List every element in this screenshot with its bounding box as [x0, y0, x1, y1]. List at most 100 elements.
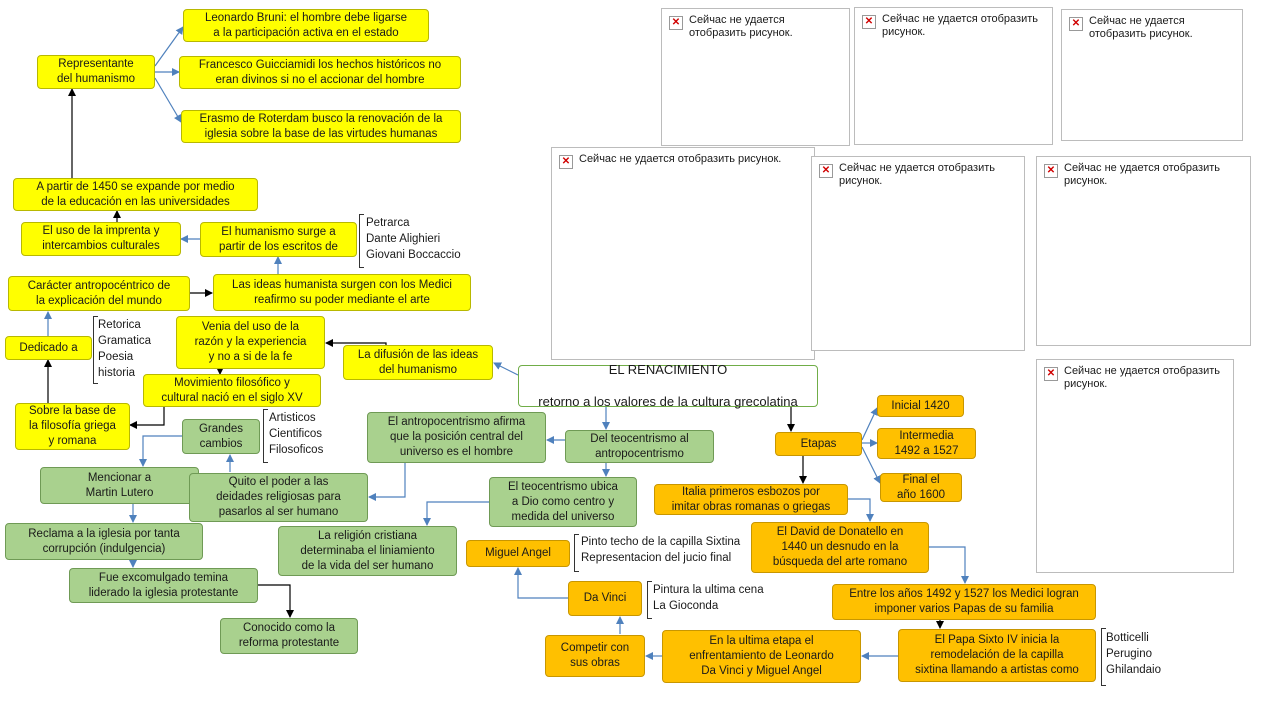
- image-placeholder-message: Сейчас не удается отобразить рисунок.: [1089, 15, 1193, 40]
- list-item: Cientificos: [269, 428, 323, 440]
- node-antropocentrismo-afirma: El antropocentrismo afirma que la posici…: [367, 412, 546, 463]
- link-etapas-inicial: [861, 407, 878, 441]
- main-topic-node: EL RENACIMIENTO retorno a los valores de…: [518, 362, 818, 409]
- link-difusion-venia: [325, 339, 387, 347]
- image-placeholder: ✕ Сейчас не удается отобразить рисунок.: [1036, 359, 1234, 573]
- image-placeholder: ✕ Сейчас не удается отобразить рисунок.: [811, 156, 1025, 351]
- bracket: [1101, 628, 1106, 686]
- node-italia: Italia primeros esbozos por imitar obras…: [654, 484, 848, 515]
- link-main-difusion: [493, 362, 519, 376]
- link-movimiento-base: [129, 407, 165, 429]
- list-item: Artisticos: [269, 412, 316, 424]
- bracket: [359, 214, 364, 268]
- list-item: Poesia: [98, 351, 134, 363]
- list-escritores: Petrarca Dante Alighieri Giovani Boccacc…: [361, 215, 461, 263]
- node-bruni: Leonardo Bruni: el hombre debe ligarse a…: [183, 9, 429, 42]
- node-papas: Entre los años 1492 y 1527 los Medici lo…: [832, 584, 1096, 620]
- node-sobre-base: Sobre la base de la filosofía griega y r…: [15, 403, 130, 450]
- image-placeholder: ✕ Сейчас не удается отобразить рисунок.: [854, 7, 1053, 145]
- node-expande: A partir de 1450 se expande por medio de…: [13, 178, 258, 211]
- link-afirma-quito: [368, 463, 406, 501]
- broken-image-icon: ✕: [862, 15, 876, 29]
- broken-image-icon: ✕: [559, 155, 573, 169]
- node-intermedia: Intermedia 1492 a 1527: [877, 428, 976, 459]
- list-item: Retorica: [98, 319, 141, 331]
- image-placeholder: ✕ Сейчас не удается отобразить рисунок.: [1061, 9, 1243, 141]
- node-teocentrismo-ubica: El teocentrismo ubica a Dio como centro …: [489, 477, 637, 527]
- list-item: Filosoficos: [269, 444, 324, 456]
- node-inicial: Inicial 1420: [877, 395, 964, 417]
- list-item: Ghilandaio: [1106, 664, 1161, 676]
- broken-image-icon: ✕: [669, 16, 683, 30]
- bracket: [647, 581, 652, 619]
- node-imprenta: El uso de la imprenta y intercambios cul…: [21, 222, 181, 256]
- list-item: Perugino: [1106, 648, 1153, 660]
- main-title: EL RENACIMIENTO: [608, 362, 728, 377]
- node-quito: Quito el poder a las deidades religiosas…: [189, 473, 368, 522]
- list-item: Gramatica: [98, 335, 152, 347]
- list-artistas: Botticelli Perugino Ghilandaio: [1101, 630, 1161, 678]
- node-surge: El humanismo surge a partir de los escri…: [200, 222, 357, 257]
- link-david-papas: [929, 546, 969, 584]
- node-medici-ideas: Las ideas humanista surgen con los Medic…: [213, 274, 471, 311]
- list-item: historia: [98, 367, 136, 379]
- node-caracter: Carácter antropocéntrico de la explicaci…: [8, 276, 190, 311]
- node-enfrentamiento: En la ultima etapa el enfrentamiento de …: [662, 630, 861, 683]
- image-placeholder: ✕ Сейчас не удается отобразить рисунок.: [551, 147, 815, 360]
- image-placeholder-message: Сейчас не удается отобразить рисунок.: [1064, 365, 1220, 390]
- list-item: Giovani Boccaccio: [366, 249, 461, 261]
- broken-image-icon: ✕: [1044, 164, 1058, 178]
- link-etapas-final: [861, 446, 881, 484]
- node-da-vinci: Da Vinci: [568, 581, 642, 616]
- link-representante-erasmo: [154, 77, 182, 123]
- node-excomulgado: Fue excomulgado temina liderado la igles…: [69, 568, 258, 603]
- main-subtitle: retorno a los valores de la cultura grec…: [538, 394, 798, 409]
- node-teo-antro: Del teocentrismo al antropocentrismo: [565, 430, 714, 463]
- list-miguel-obras: Pinto techo de la capilla Sixtina Repres…: [576, 534, 740, 566]
- list-item: Pintura la ultima cena: [653, 584, 764, 596]
- node-miguel-angel: Miguel Angel: [466, 540, 570, 567]
- node-grandes-cambios: Grandes cambios: [182, 419, 260, 454]
- node-venia: Venia del uso de la razón y la experienc…: [176, 316, 325, 369]
- node-etapas: Etapas: [775, 432, 862, 456]
- list-item: Pinto techo de la capilla Sixtina: [581, 536, 741, 548]
- node-movimiento: Movimiento filosófico y cultural nació e…: [143, 374, 321, 407]
- broken-image-icon: ✕: [1069, 17, 1083, 31]
- bracket: [93, 316, 98, 384]
- link-ubica-religion: [423, 501, 489, 526]
- list-cambios: Artisticos Cientificos Filosoficos: [264, 410, 323, 458]
- image-placeholder: ✕ Сейчас не удается отобразить рисунок.: [1036, 156, 1251, 346]
- broken-image-icon: ✕: [819, 164, 833, 178]
- link-grandes-lutero: [139, 435, 182, 467]
- list-item: Botticelli: [1106, 632, 1149, 644]
- link-representante-bruni: [154, 26, 184, 67]
- node-reclama: Reclama a la iglesia por tanta corrupció…: [5, 523, 203, 560]
- list-disciplinas: Retorica Gramatica Poesia historia: [93, 317, 151, 381]
- node-erasmo: Erasmo de Roterdam busco la renovación d…: [181, 110, 461, 143]
- node-difusion: La difusión de las ideas del humanismo: [343, 345, 493, 380]
- image-placeholder-message: Сейчас не удается отобразить рисунок.: [839, 162, 995, 187]
- node-sixto: El Papa Sixto IV inicia la remodelación …: [898, 629, 1096, 682]
- node-guicciardini: Francesco Guicciamidi los hechos históri…: [179, 56, 461, 89]
- node-final: Final el año 1600: [880, 473, 962, 502]
- node-dedicado: Dedicado a: [5, 336, 92, 360]
- broken-image-icon: ✕: [1044, 367, 1058, 381]
- list-item: La Gioconda: [653, 600, 719, 612]
- node-david: El David de Donatello en 1440 un desnudo…: [751, 522, 929, 573]
- list-item: Representacion del jucio final: [581, 552, 732, 564]
- list-item: Dante Alighieri: [366, 233, 441, 245]
- node-religion: La religión cristiana determinaba el lin…: [278, 526, 457, 576]
- node-representante: Representante del humanismo: [37, 55, 155, 89]
- list-item: Petrarca: [366, 217, 410, 229]
- node-lutero: Mencionar a Martin Lutero: [40, 467, 199, 504]
- image-placeholder: ✕ Сейчас не удается отобразить рисунок.: [661, 8, 850, 146]
- image-placeholder-message: Сейчас не удается отобразить рисунок.: [689, 14, 793, 39]
- list-davinci-obras: Pintura la ultima cena La Gioconda: [648, 582, 764, 614]
- bracket: [574, 534, 579, 572]
- node-competir: Competir con sus obras: [545, 635, 645, 677]
- bracket: [263, 409, 268, 463]
- link-italia-david: [848, 498, 874, 522]
- link-excomulgado-reforma: [258, 584, 294, 618]
- image-placeholder-message: Сейчас не удается отобразить рисунок.: [579, 153, 782, 165]
